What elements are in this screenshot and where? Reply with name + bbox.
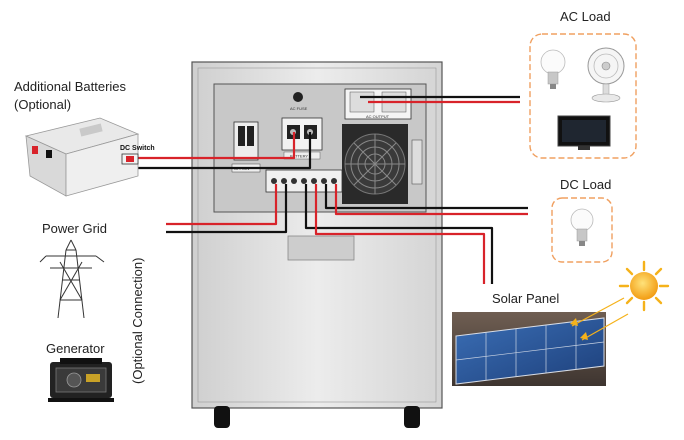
generator-icon	[48, 358, 114, 402]
generator-label: Generator	[46, 341, 105, 356]
dc-load-label: DC Load	[560, 177, 612, 192]
solar-panel-image	[452, 297, 629, 386]
cabinet-handle	[287, 235, 355, 261]
light-bulb-icon	[540, 49, 566, 89]
ac-load-box	[529, 33, 637, 159]
side-connector	[411, 139, 423, 185]
dc-bulb-icon	[570, 208, 594, 246]
grid-wire-black	[166, 184, 288, 234]
additional-batteries-label: Additional Batteries	[14, 79, 127, 94]
dc-load-wire-red	[334, 184, 528, 216]
dc-load-wire-black	[324, 184, 528, 210]
power-grid-label: Power Grid	[42, 221, 108, 236]
ac-fuse-text: AC FUSE	[290, 106, 308, 111]
battery-text: BATTERY	[290, 154, 308, 159]
dc-switch: DC Switch	[120, 145, 155, 165]
cooling-fan-icon	[342, 124, 408, 204]
solar-panel-label: Solar Panel	[492, 291, 560, 306]
wheel-left	[214, 406, 230, 428]
television-icon	[557, 115, 611, 150]
dc-switch-label: DC Switch	[120, 145, 155, 152]
optional-label: (Optional)	[14, 97, 72, 112]
dc-load-box	[551, 197, 613, 263]
sun-icon	[618, 260, 670, 312]
ac-output-text: AC OUTPUT	[366, 114, 390, 119]
breaker	[233, 121, 259, 161]
wheel-right	[404, 406, 420, 428]
solar-wire-red	[314, 184, 486, 284]
power-pylon-icon	[39, 239, 105, 319]
solar-wire-black	[304, 184, 494, 284]
ac-fuse-icon	[293, 92, 303, 102]
control-panel: AC FUSE OFF/ON BATTERY AC OUTPUT	[213, 83, 427, 213]
grid-wire-red	[166, 184, 278, 226]
ac-load-label: AC Load	[560, 9, 611, 24]
battery-image	[24, 117, 140, 197]
desk-fan-icon	[587, 47, 625, 103]
